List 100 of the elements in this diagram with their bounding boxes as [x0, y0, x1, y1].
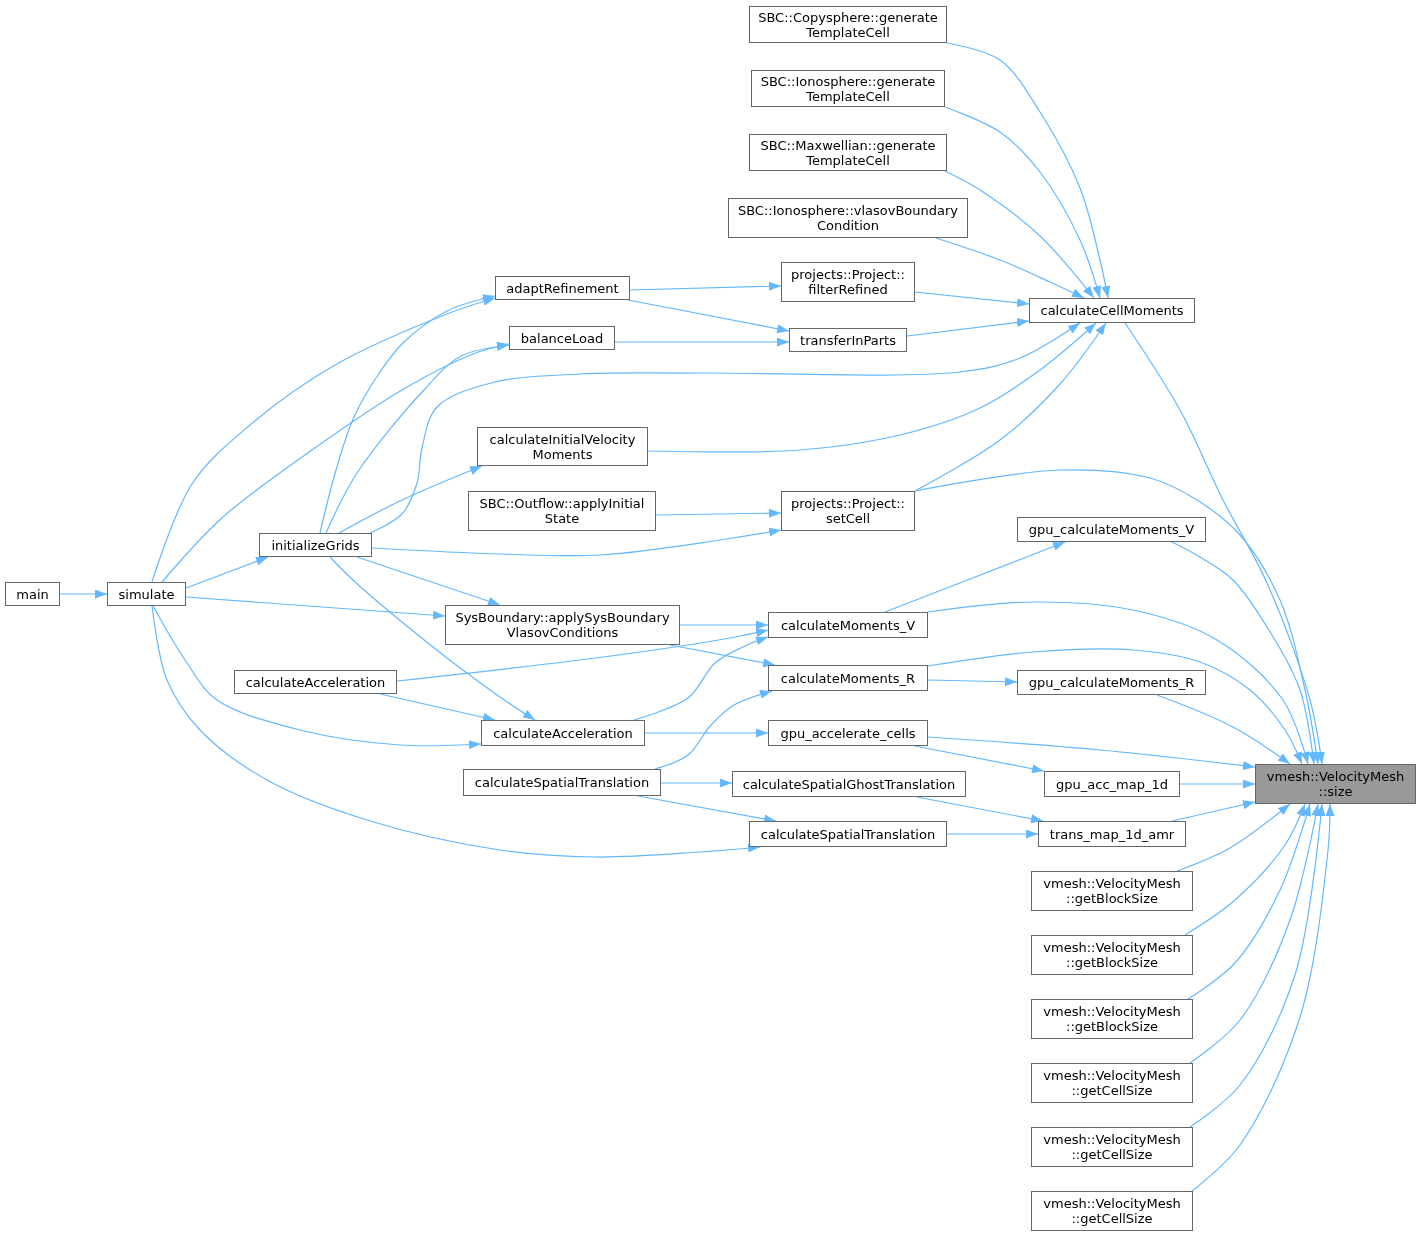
- function-name: SBC::Ionosphere::vlasovBoundary Condition: [736, 203, 960, 233]
- call-arrow: [1189, 803, 1321, 1064]
- call-arrow: [185, 596, 446, 620]
- call-arrow: [151, 297, 496, 583]
- call-arrow: [379, 693, 496, 722]
- call-arrow: [914, 469, 1321, 765]
- function-name: vmesh::VelocityMesh ::getBlockSize: [1042, 1004, 1182, 1034]
- call-arrow: [1191, 803, 1335, 1192]
- function-name: gpu_calculateMoments_R: [1028, 675, 1195, 690]
- function-name: calculateInitialVelocity Moments: [488, 431, 637, 462]
- call-arrow: [371, 527, 782, 557]
- call-arrow: [927, 648, 1303, 765]
- function-box: [1038, 821, 1186, 847]
- call-arrow: [644, 728, 769, 738]
- function-name: vmesh::VelocityMesh ::getCellSize: [1042, 1132, 1182, 1162]
- function-name: projects::Project:: setCell: [790, 496, 906, 526]
- function-box: [1255, 764, 1416, 804]
- function-box: [751, 70, 945, 107]
- function-box: [768, 720, 928, 746]
- call-arrow: [152, 605, 482, 750]
- call-arrow: [614, 337, 790, 347]
- function-name: main: [16, 586, 49, 602]
- call-arrow: [1171, 800, 1256, 822]
- function-box: [509, 326, 615, 350]
- call-arrow: [151, 605, 761, 858]
- function-box: [732, 771, 966, 797]
- call-arrow: [655, 508, 782, 518]
- call-arrow: [1189, 803, 1326, 1128]
- function-box: [1017, 517, 1206, 542]
- call-arrow: [627, 299, 790, 334]
- call-arrow: [935, 237, 1085, 299]
- call-arrow: [629, 281, 782, 291]
- function-name: SBC::Copysphere::generate TemplateCell: [757, 9, 939, 40]
- function-name: SBC::Outflow::applyInitial State: [478, 496, 646, 526]
- function-name: SysBoundary::applySysBoundary VlasovConditions: [454, 610, 671, 640]
- call-arrow: [1179, 779, 1256, 789]
- call-arrow: [1171, 541, 1318, 765]
- call-arrow: [647, 322, 1097, 453]
- function-name: calculateAcceleration: [245, 674, 386, 690]
- function-box: [5, 582, 60, 606]
- function-name: SBC::Ionosphere::generate TemplateCell: [759, 73, 937, 104]
- call-arrow: [927, 736, 1256, 771]
- function-box: [234, 670, 397, 694]
- function-name: transferInParts: [800, 332, 896, 348]
- function-name: calculateSpatialGhostTranslation: [742, 776, 956, 792]
- call-arrow: [1176, 803, 1291, 872]
- call-arrow: [633, 636, 769, 721]
- function-name: projects::Project:: filterRefined: [790, 267, 906, 297]
- function-box: [749, 6, 947, 43]
- function-name: gpu_acc_map_1d: [1056, 776, 1168, 792]
- function-name: vmesh::VelocityMesh ::getBlockSize: [1042, 940, 1182, 970]
- function-box: [768, 612, 928, 638]
- function-box: [259, 533, 372, 557]
- function-box: [781, 491, 915, 531]
- function-box: [789, 328, 907, 352]
- function-name: vmesh::VelocityMesh ::getCellSize: [1042, 1068, 1182, 1098]
- call-arrow: [946, 42, 1111, 299]
- function-name: initializeGrids: [271, 537, 360, 553]
- function-box: [1031, 871, 1193, 911]
- call-arrow: [369, 322, 1081, 534]
- function-box: [1031, 999, 1193, 1039]
- call-arrow: [329, 556, 536, 721]
- function-name: balanceLoad: [520, 330, 604, 346]
- function-name: calculateAcceleration: [493, 725, 633, 741]
- function-box: [1017, 670, 1206, 695]
- call-arrow: [396, 628, 769, 682]
- call-arrow: [654, 689, 773, 770]
- call-arrow: [1184, 803, 1306, 936]
- function-box: [445, 605, 680, 645]
- function-box: [1031, 1127, 1193, 1167]
- call-arrow: [914, 322, 1107, 492]
- function-name: gpu_calculateMoments_V: [1028, 522, 1195, 537]
- function-name: vmesh::VelocityMesh ::getBlockSize: [1042, 876, 1182, 906]
- function-box: [1031, 935, 1193, 975]
- call-arrow: [944, 170, 1095, 299]
- function-box: [1029, 298, 1195, 323]
- function-name: SBC::Maxwellian::generate TemplateCell: [759, 137, 937, 168]
- function-box: [495, 276, 630, 300]
- call-arrow: [944, 106, 1101, 299]
- call-arrow: [338, 465, 483, 534]
- call-arrow: [914, 291, 1030, 308]
- function-box: [481, 720, 645, 746]
- call-arrow: [1156, 694, 1291, 765]
- call-arrow: [884, 541, 1066, 613]
- call-arrow: [185, 556, 269, 589]
- call-arrow: [1124, 322, 1325, 765]
- function-box: [1031, 1191, 1193, 1231]
- function-name: vmesh::VelocityMesh ::size: [1265, 769, 1406, 799]
- function-name: simulate: [118, 586, 175, 602]
- call-arrow: [946, 829, 1039, 839]
- function-name: calculateSpatialTranslation: [474, 775, 650, 790]
- function-box: [728, 198, 968, 238]
- function-box: [468, 491, 656, 531]
- function-box: [781, 262, 915, 302]
- call-arrow: [59, 589, 108, 599]
- function-name: calculateMoments_R: [780, 670, 916, 686]
- call-arrow: [161, 342, 510, 583]
- function-name: calculateSpatialTranslation: [760, 826, 936, 842]
- function-box: [107, 582, 186, 606]
- call-arrow: [319, 294, 496, 534]
